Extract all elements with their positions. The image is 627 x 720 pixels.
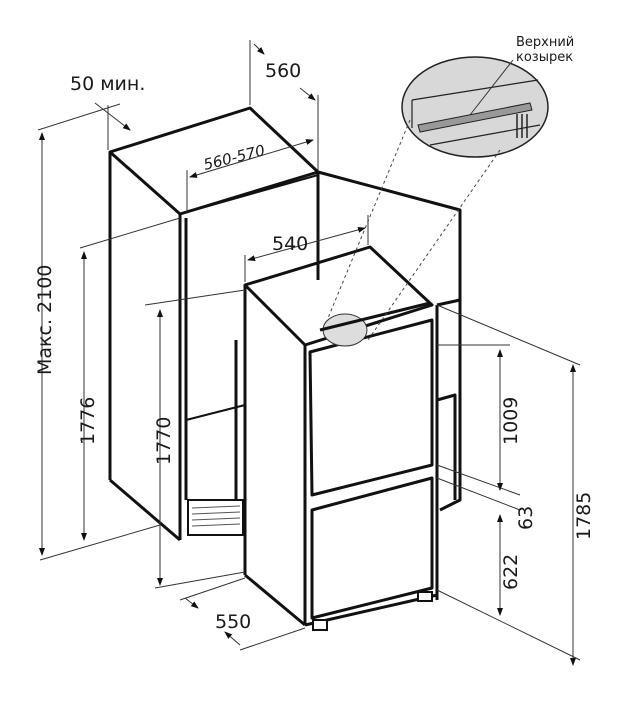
label-appliance-height-front: 1785 (573, 492, 595, 540)
label-clearance: 50 мин. (70, 73, 145, 95)
lower-door (310, 476, 434, 620)
fridge-foot (417, 591, 433, 602)
niche-cabinet (108, 106, 320, 542)
label-lower-door: 622 (500, 554, 522, 590)
label-gap: 63 (515, 506, 537, 530)
label-niche-height: 1776 (77, 397, 99, 445)
callout-detail: Верхний козырек (327, 35, 574, 341)
ventilation-grille (187, 499, 244, 536)
label-appliance-depth: 550 (215, 611, 251, 633)
callout-label-line2: козырек (516, 50, 573, 65)
label-appliance-width: 540 (272, 233, 308, 255)
dimension-lines (37, 40, 581, 666)
callout-label-line1: Верхний (516, 35, 574, 50)
label-niche-depth: 560 (265, 60, 301, 82)
label-upper-door: 1009 (500, 397, 522, 445)
label-niche-width: 560-570 (202, 141, 267, 174)
refrigerator (243, 245, 439, 631)
upper-door (308, 318, 434, 497)
label-appliance-height-side: 1770 (153, 417, 175, 465)
label-max-height: Макс. 2100 (34, 265, 56, 375)
fridge-foot (312, 619, 328, 631)
open-cabinet-door (317, 170, 462, 512)
